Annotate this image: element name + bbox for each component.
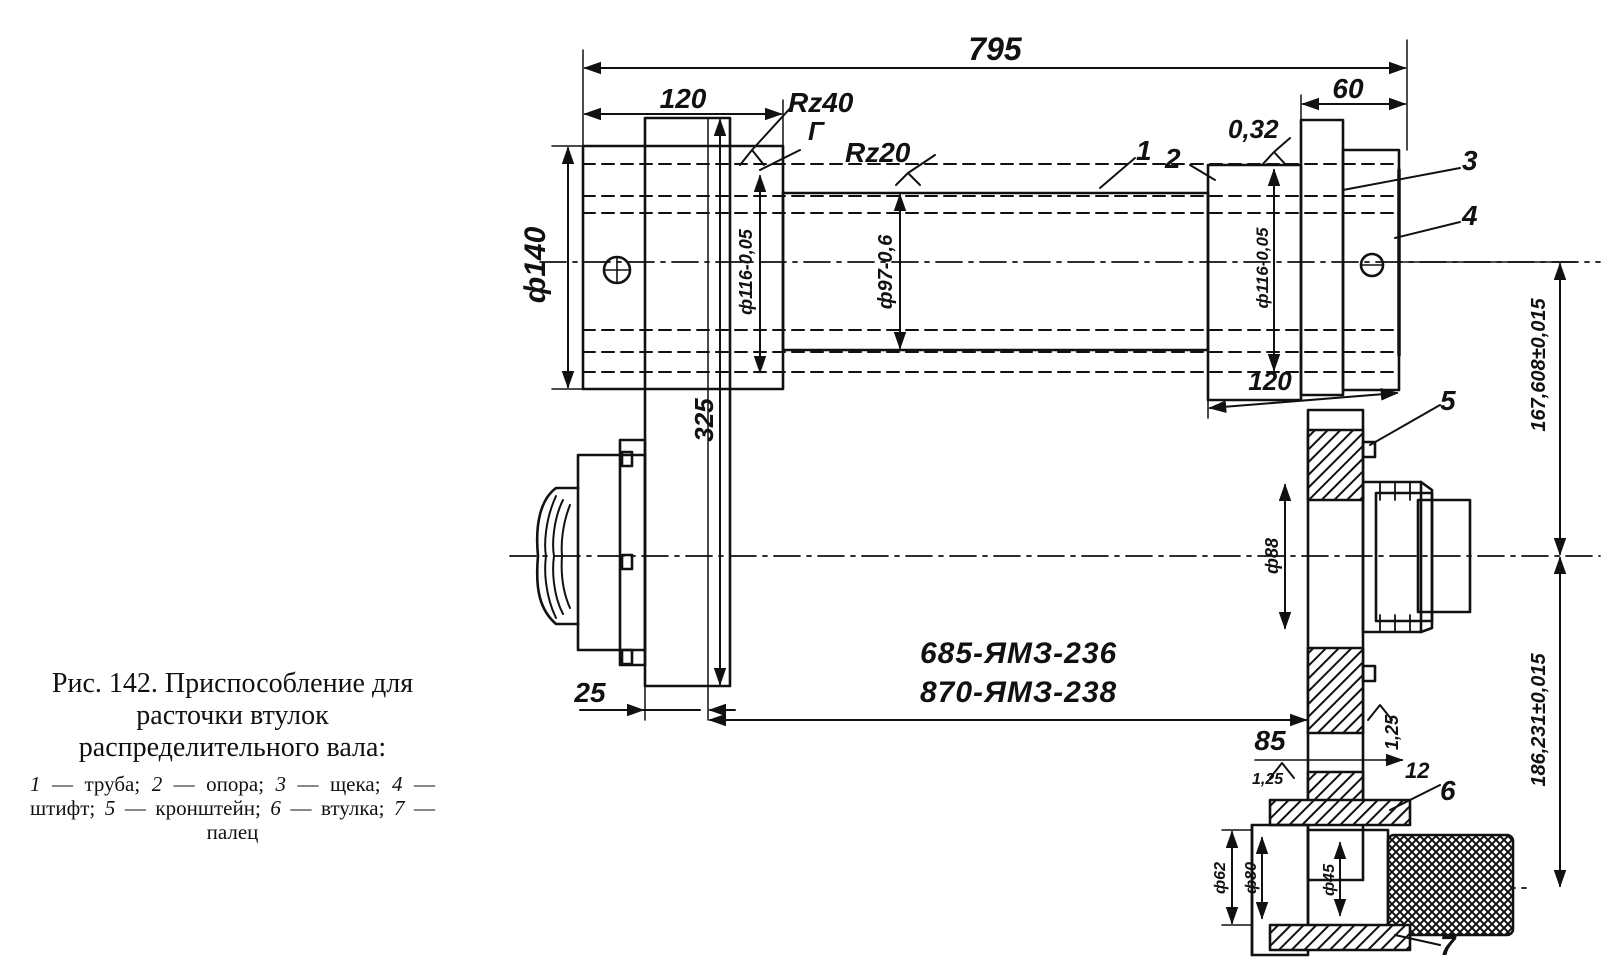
part-callouts: 1 2 3 4 5 6 7 (1136, 135, 1478, 961)
mark-032: 0,32 (1228, 114, 1279, 144)
dimension-lines (551, 39, 1576, 926)
dim-phi116-left: ф116-0,05 (736, 228, 756, 315)
dim-12: 12 (1405, 758, 1430, 783)
dim-325: 325 (689, 398, 719, 442)
surface-marks (739, 103, 1461, 946)
callout-2: 2 (1164, 143, 1181, 174)
dim-167: 167,608±0,015 (1528, 297, 1550, 431)
part-codes: 685-ЯМЗ-236 870-ЯМЗ-238 (920, 637, 1117, 709)
dim-120-left: 120 (660, 83, 707, 114)
right-cheek (1299, 118, 1345, 397)
bracket-5 (1306, 428, 1365, 502)
finger-7 (1386, 833, 1515, 937)
mark-125-a: 1,25 (1382, 714, 1402, 750)
callout-1: 1 (1136, 135, 1152, 166)
callout-7: 7 (1440, 930, 1457, 961)
callout-4: 4 (1461, 200, 1478, 231)
dim-phi116-right: ф116-0,05 (1253, 227, 1272, 308)
dim-60: 60 (1332, 73, 1364, 104)
caption-title: Рис. 142. Приспособление для расточки вт… (51, 668, 414, 763)
dim-phi97: ф97-0,6 (875, 234, 897, 309)
dim-120-right: 120 (1248, 366, 1292, 396)
right-pin-icon (1359, 252, 1385, 278)
mark-125-b: 1,25 (1252, 771, 1284, 788)
legend-item: 6 — втулка; (270, 796, 385, 820)
left-pin-icon (602, 255, 632, 285)
part-code-2: 870-ЯМЗ-238 (920, 676, 1117, 709)
dim-85: 85 (1254, 725, 1286, 756)
figure-caption: Рис. 142. Приспособление для расточки вт… (30, 668, 435, 844)
mark-rz40: Rz40 (788, 87, 854, 118)
legend-item: 2 — опора; (151, 772, 265, 796)
dim-phi80: ф80 (1243, 862, 1260, 894)
dim-phi45: ф45 (1321, 863, 1338, 896)
callout-6: 6 (1440, 775, 1456, 806)
dim-phi62: ф62 (1212, 862, 1229, 894)
dim-phi88: ф88 (1262, 538, 1282, 574)
centerlines (509, 261, 1601, 889)
dim-795: 795 (968, 31, 1023, 67)
legend-item: 5 — кронштейн; (104, 796, 261, 820)
caption-legend: 1 — труба; 2 — опора; 3 — щека; 4 — штиф… (30, 772, 435, 844)
callout-5: 5 (1440, 385, 1456, 416)
dim-25: 25 (573, 677, 606, 708)
legend-item: 3 — щека; (275, 772, 381, 796)
surface-labels: Rz40 Rz20 0,32 1,25 1,25 Г (788, 87, 1402, 788)
left-flange (535, 438, 647, 667)
tube (781, 191, 1210, 352)
bushing-6 (1268, 798, 1412, 827)
part-code-1: 685-ЯМЗ-236 (920, 637, 1117, 670)
mark-rz20: Rz20 (845, 137, 911, 168)
legend-item: 4 — штифт; (30, 772, 436, 820)
legend-item: 1 — труба; (30, 772, 141, 796)
dimension-labels: 795 120 60 120 ф140 ф116-0,05 ф97-0,6 ф1… (519, 31, 1550, 896)
bushing-and-finger (1250, 798, 1515, 957)
dim-phi140: ф140 (519, 226, 552, 303)
callout-3: 3 (1462, 145, 1478, 176)
dim-186: 186,231±0,015 (1528, 652, 1550, 786)
legend-item: 7 — палец (206, 796, 436, 844)
mark-g: Г (808, 116, 825, 146)
